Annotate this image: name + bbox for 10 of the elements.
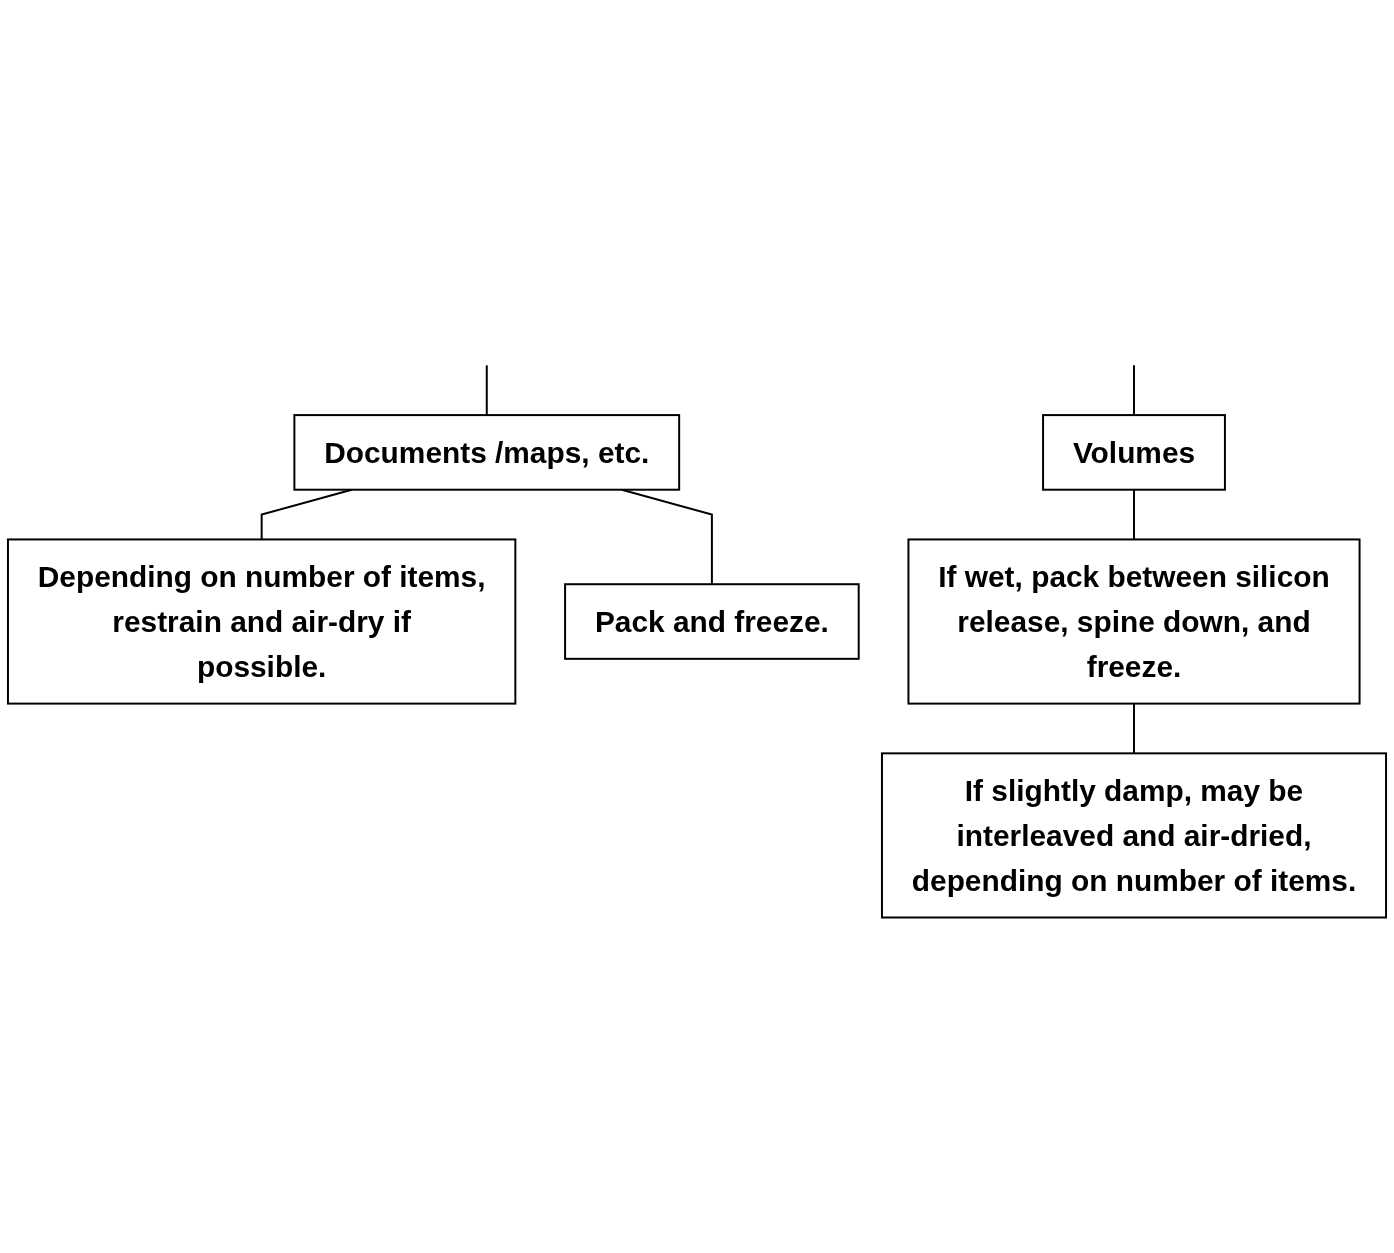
node-box: If wet, pack between silicon release, spine down, and freeze. — [907, 538, 1361, 705]
connector — [1133, 364, 1135, 417]
connector — [1133, 488, 1135, 541]
node-box: Depending on number of items, restrain and air-dry if possible. — [6, 538, 517, 705]
connector — [485, 364, 488, 417]
connector — [1133, 702, 1135, 755]
node-box: If slightly damp, may be interleaved and air-dried, depending on number of items. — [880, 752, 1388, 919]
node-box: Pack and freeze. — [564, 583, 860, 660]
node-box: Volumes — [1042, 414, 1226, 491]
node-box: Documents /maps, etc. — [293, 414, 681, 491]
